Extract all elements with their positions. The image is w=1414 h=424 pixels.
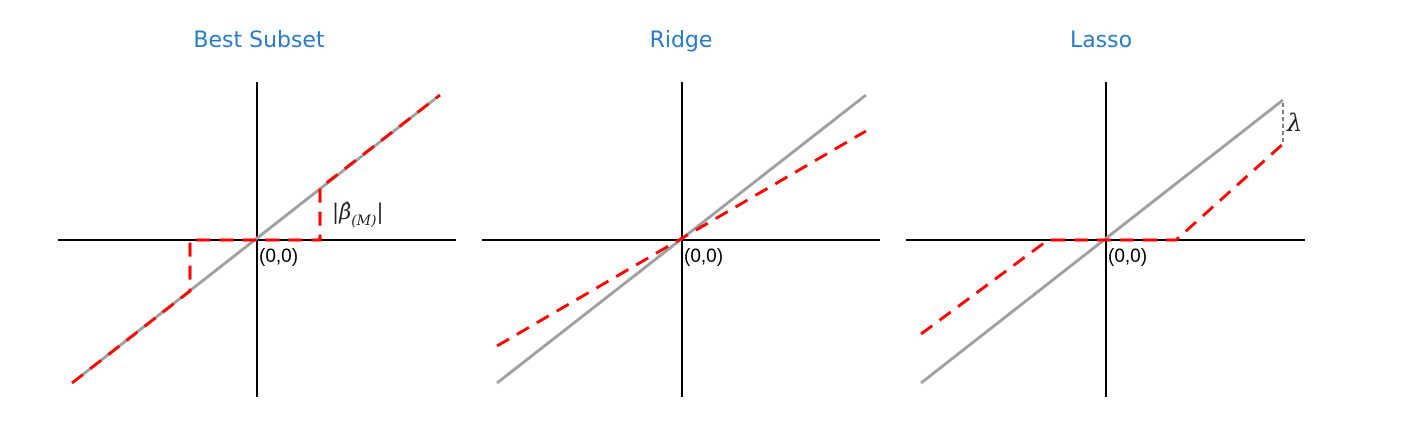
ridge-shrink-line bbox=[496, 129, 867, 348]
soft-threshold-line bbox=[920, 142, 1285, 336]
origin-label: (0,0) bbox=[1108, 246, 1147, 267]
panel-ridge: (0,0) bbox=[482, 82, 880, 397]
panel-best-subset: (0,0) |β̂(M)| bbox=[58, 82, 456, 397]
hard-threshold-line bbox=[71, 93, 441, 385]
origin-label: (0,0) bbox=[684, 246, 723, 267]
panel-title-ridge: Ridge bbox=[649, 28, 713, 53]
panel-lasso: λ (0,0) bbox=[906, 82, 1305, 397]
panel-title-lasso: Lasso bbox=[1069, 28, 1133, 53]
beta-hat-annotation: |β̂(M)| bbox=[332, 200, 384, 229]
lambda-annotation: λ bbox=[1286, 109, 1302, 137]
origin-label: (0,0) bbox=[259, 246, 298, 267]
panel-title-best-subset: Best Subset bbox=[193, 28, 325, 53]
